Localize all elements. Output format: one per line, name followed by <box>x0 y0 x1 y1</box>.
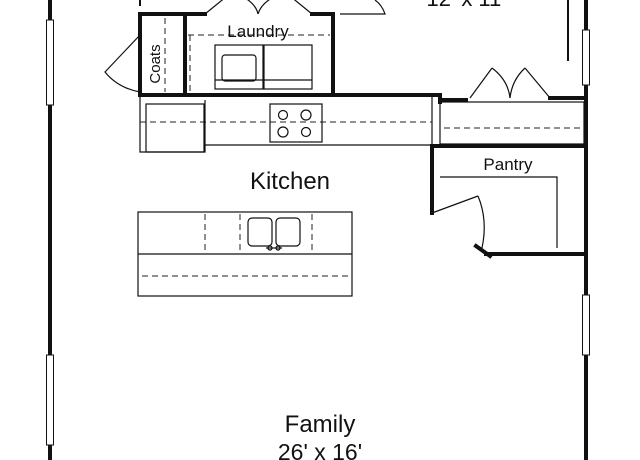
family-label: Family <box>285 411 356 438</box>
window-left-upper <box>46 19 54 106</box>
window-right-upper <box>582 29 590 86</box>
pantry-door[interactable] <box>431 195 485 249</box>
family-size-label: 26' x 16' <box>278 439 362 460</box>
pantry-double-door[interactable] <box>469 67 551 99</box>
upper-walls <box>138 0 588 104</box>
kitchen-counter <box>139 97 433 153</box>
window-left-lower <box>46 354 54 446</box>
top-room-door[interactable] <box>340 0 386 15</box>
window-right-lower <box>582 294 590 356</box>
top-room-size-label: 12' x 11' <box>427 0 506 11</box>
pantry-label: Pantry <box>483 155 533 174</box>
laundry-label: Laundry <box>227 22 289 41</box>
coats-closet-door[interactable] <box>104 34 141 93</box>
pantry-walls <box>430 144 588 259</box>
double-sink-icon <box>247 217 301 251</box>
exterior-walls <box>46 0 590 460</box>
kitchen-label: Kitchen <box>250 168 330 195</box>
laundry-shelf <box>188 34 330 92</box>
washer-dryer-icon <box>214 44 313 90</box>
coats-label: Coats <box>147 44 164 83</box>
laundry-double-door[interactable] <box>204 0 313 15</box>
kitchen-island <box>137 211 353 297</box>
range-icon <box>269 103 323 143</box>
upper-cabinet-counter <box>439 101 585 145</box>
